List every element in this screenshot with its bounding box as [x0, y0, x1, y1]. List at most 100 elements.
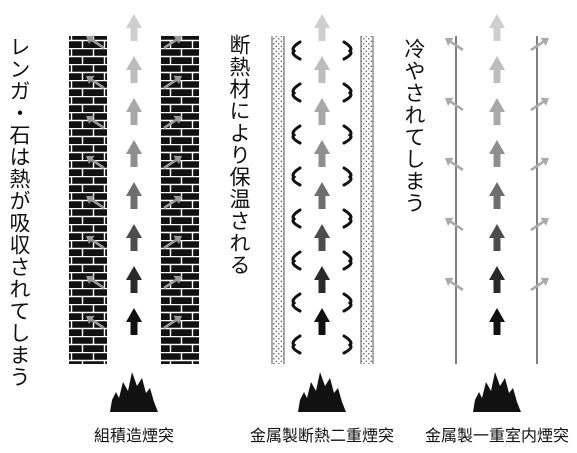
heat-loss-arrow-icon-head — [173, 35, 182, 45]
heat-loss-arrow-icon-head — [86, 235, 95, 245]
heat-loss-arrow-icon-head — [540, 37, 549, 47]
insulation-bracket-icon — [342, 40, 353, 61]
heat-loss-arrow-icon-head — [540, 217, 549, 227]
heat-loss-arrow-icon — [163, 155, 182, 170]
heat-loss-arrow-icon — [163, 75, 182, 90]
heat-loss-arrow-icon-shaft — [450, 280, 464, 292]
heat-loss-arrow-icon — [86, 155, 105, 170]
heat-loss-arrow-icon-head — [540, 277, 549, 287]
heat-loss-arrow-icon-head — [86, 115, 95, 125]
caption-single-wall: 金属製一重室内煙突 — [424, 426, 570, 445]
insulation-bracket-icon — [291, 124, 302, 145]
heat-loss-arrow-icon-head — [173, 235, 182, 245]
heat-loss-arrow-icon-shaft — [450, 100, 464, 112]
insulation-bracket-icon — [291, 250, 302, 271]
heat-up-arrow-icon — [126, 14, 142, 41]
insulation-left — [272, 36, 284, 364]
flame-icon — [298, 372, 346, 412]
heat-loss-arrow-icon-head — [86, 155, 95, 165]
heat-up-arrow-icon — [314, 224, 330, 251]
insulation-bracket-icon — [291, 82, 302, 103]
insulation-bracket-icon — [291, 292, 302, 313]
heat-loss-arrow-icon — [86, 115, 105, 130]
heat-up-arrow-icon — [314, 140, 330, 167]
insulation-bracket-icon — [342, 82, 353, 103]
heat-loss-arrow-icon — [445, 277, 464, 292]
heat-loss-arrow-icon — [163, 235, 182, 250]
heat-loss-arrow-icon — [86, 35, 105, 50]
heat-loss-arrow-icon — [530, 97, 549, 112]
heat-up-arrow-icon — [489, 140, 505, 167]
description-single-wall: 冷やされてしまう — [402, 38, 426, 214]
heat-up-arrow-icon — [126, 182, 142, 209]
heat-loss-arrow-icon-shaft — [450, 160, 464, 172]
heat-loss-arrow-icon — [163, 195, 182, 210]
insulation-right — [361, 36, 373, 364]
heat-loss-arrow-icon — [445, 37, 464, 52]
heat-loss-arrow-icon-shaft — [91, 158, 105, 170]
heat-loss-arrow-icon-head — [173, 315, 182, 325]
heat-loss-arrow-icon-head — [173, 195, 182, 205]
heat-up-arrow-icon — [489, 308, 505, 335]
heat-loss-arrow-icon-head — [445, 97, 454, 107]
heat-up-arrow-icon — [126, 266, 142, 293]
heat-up-arrow-icon — [314, 308, 330, 335]
heat-loss-arrow-icon — [163, 115, 182, 130]
heat-loss-arrow-icon-shaft — [91, 318, 105, 330]
heat-loss-arrow-icon-shaft — [163, 118, 177, 130]
heat-up-arrow-icon — [489, 224, 505, 251]
heat-loss-arrow-icon-head — [173, 155, 182, 165]
heat-loss-arrow-icon-shaft — [91, 38, 105, 50]
description-double-wall: 断熱材により保温される — [227, 34, 251, 276]
insulation-bracket-icon — [291, 40, 302, 61]
insulation-bracket-icon — [342, 124, 353, 145]
heat-loss-arrow-icon-shaft — [91, 78, 105, 90]
heat-loss-arrow-icon — [530, 37, 549, 52]
heat-loss-arrow-icon — [530, 217, 549, 232]
heat-up-arrow-icon — [314, 56, 330, 83]
heat-loss-arrow-icon-head — [86, 75, 95, 85]
heat-loss-arrow-icon-head — [86, 35, 95, 45]
heat-loss-arrow-icon-shaft — [163, 318, 177, 330]
heat-up-arrow-icon — [489, 98, 505, 125]
heat-loss-arrow-icon-shaft — [450, 40, 464, 52]
heat-up-arrow-icon — [314, 98, 330, 125]
heat-up-arrow-icon — [126, 140, 142, 167]
heat-loss-arrow-icon-shaft — [163, 238, 177, 250]
insulation-bracket-icon — [291, 334, 302, 355]
heat-up-arrow-icon — [489, 56, 505, 83]
heat-loss-arrow-icon — [530, 157, 549, 172]
heat-loss-arrow-icon — [163, 35, 182, 50]
description-masonry: レンガ・石は熱が吸収されてしまう — [7, 36, 31, 388]
caption-masonry: 組積造煙突 — [93, 426, 175, 445]
heat-loss-arrow-icon-shaft — [163, 78, 177, 90]
flame-icon — [473, 372, 521, 412]
heat-loss-arrow-icon-shaft — [91, 118, 105, 130]
flame-icon — [110, 372, 158, 412]
heat-loss-arrow-icon-head — [445, 277, 454, 287]
heat-loss-arrow-icon-head — [445, 37, 454, 47]
heat-loss-arrow-icon-shaft — [163, 158, 177, 170]
insulation-bracket-icon — [342, 208, 353, 229]
heat-loss-arrow-icon — [86, 315, 105, 330]
heat-loss-arrow-icon-shaft — [530, 160, 544, 172]
heat-loss-arrow-icon-head — [540, 97, 549, 107]
heat-loss-arrow-icon — [445, 217, 464, 232]
heat-up-arrow-icon — [126, 56, 142, 83]
insulation-bracket-icon — [342, 292, 353, 313]
heat-loss-arrow-icon — [86, 195, 105, 210]
caption-double-wall: 金属製断熱二重煙突 — [249, 426, 395, 445]
heat-up-arrow-icon — [126, 308, 142, 335]
heat-loss-arrow-icon-head — [445, 217, 454, 227]
heat-loss-arrow-icon — [445, 97, 464, 112]
heat-up-arrow-icon — [126, 98, 142, 125]
heat-loss-arrow-icon-shaft — [163, 278, 177, 290]
heat-up-arrow-icon — [489, 14, 505, 41]
heat-loss-arrow-icon — [445, 157, 464, 172]
heat-loss-arrow-icon-shaft — [450, 220, 464, 232]
heat-up-arrow-icon — [489, 182, 505, 209]
heat-loss-arrow-icon-head — [173, 115, 182, 125]
heat-loss-arrow-icon-shaft — [163, 38, 177, 50]
